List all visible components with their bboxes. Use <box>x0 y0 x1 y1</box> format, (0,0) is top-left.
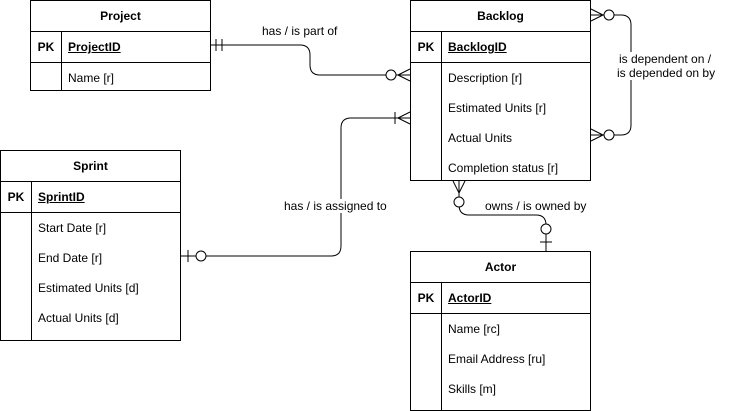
sprint-attr-end-date: End Date [r] <box>38 251 103 265</box>
sprint-backlog-connector <box>181 117 410 257</box>
column-divider <box>31 181 32 340</box>
project-pk-name: ProjectID <box>68 40 121 54</box>
backlog-pk-row: PK BacklogID <box>411 32 590 63</box>
backlog-attr-actual-units: Actual Units <box>448 131 513 145</box>
sprint-attr-start-date: Start Date [r] <box>38 221 107 235</box>
backlog-entity: Backlog PK BacklogID Description [r] Est… <box>410 0 591 181</box>
actor-pk-name: ActorID <box>448 291 492 305</box>
actor-attr-name: Name [rc] <box>448 322 501 336</box>
sprint-entity: Sprint PK SprintID Start Date [r] End Da… <box>0 150 181 341</box>
pk-label: PK <box>7 190 25 204</box>
column-divider <box>61 31 62 90</box>
pk-label: PK <box>417 40 435 54</box>
actor-attr-email: Email Address [ru] <box>448 352 546 366</box>
backlog-actor-connector <box>458 181 547 251</box>
backlog-attr-description: Description [r] <box>448 71 523 85</box>
project-backlog-label: has / is part of <box>262 24 338 38</box>
backlog-self-label-line2: is depended on by <box>617 66 716 80</box>
project-attr-name: Name [r] <box>68 71 115 85</box>
column-divider <box>441 31 442 180</box>
backlog-self-label-line1: is dependent on / <box>619 52 712 66</box>
actor-attr-skills: Skills [m] <box>448 382 496 396</box>
actor-entity: Actor PK ActorID Name [rc] Email Address… <box>410 251 591 411</box>
project-backlog-connector <box>211 44 410 76</box>
sprint-backlog-label: has / is assigned to <box>284 199 387 213</box>
actor-title: Actor <box>411 252 590 283</box>
backlog-pk-name: BacklogID <box>448 40 507 54</box>
project-title: Project <box>31 1 210 32</box>
backlog-title: Backlog <box>411 1 590 32</box>
backlog-attr-completion-status: Completion status [r] <box>448 161 559 175</box>
pk-label: PK <box>417 291 435 305</box>
pk-label: PK <box>37 40 55 54</box>
column-divider <box>441 282 442 410</box>
sprint-title: Sprint <box>1 151 180 182</box>
actor-pk-row: PK ActorID <box>411 283 590 314</box>
sprint-attr-actual-units: Actual Units [d] <box>38 311 119 325</box>
sprint-pk-name: SprintID <box>38 190 85 204</box>
backlog-actor-label: owns / is owned by <box>485 199 587 213</box>
backlog-attr-estimated-units: Estimated Units [r] <box>448 101 547 115</box>
project-pk-row: PK ProjectID <box>31 32 210 63</box>
project-entity: Project PK ProjectID Name [r] <box>30 0 211 91</box>
sprint-attr-estimated-units: Estimated Units [d] <box>38 281 139 295</box>
sprint-pk-row: PK SprintID <box>1 182 180 213</box>
